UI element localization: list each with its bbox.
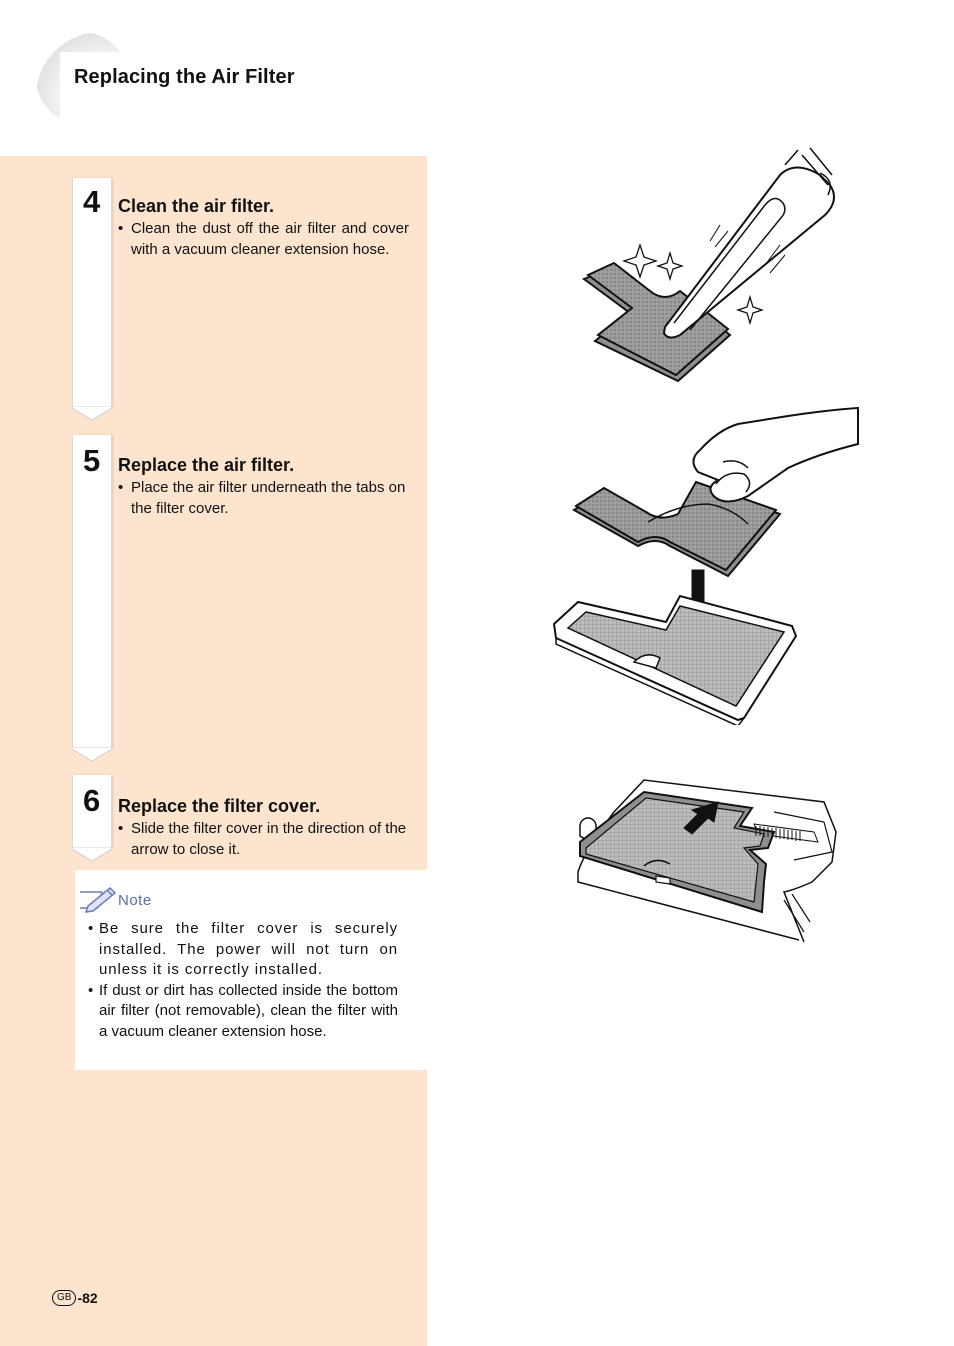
page-title: Replacing the Air Filter	[74, 66, 295, 88]
step-title: Replace the filter cover.	[118, 796, 321, 816]
step-tab-6	[72, 775, 112, 862]
list-item: •Clean the dust off the air filter and c…	[118, 220, 409, 258]
step-title: Clean the air filter.	[118, 196, 275, 216]
note-box	[75, 870, 427, 1070]
gb-badge: GB	[52, 1290, 77, 1306]
list-item: •Slide the filter cover in the direction…	[118, 820, 407, 858]
slide-cover-closed-illustration	[577, 779, 837, 943]
step-title: Replace the air filter.	[118, 455, 295, 475]
step-instructions: •Clean the dust off the air filter and c…	[118, 219, 409, 260]
insert-filter-into-cover-illustration	[552, 406, 859, 725]
page-number: GB -82	[52, 1290, 98, 1306]
pencil-note-icon	[80, 886, 117, 913]
step-number: 5	[83, 443, 101, 478]
step-number: 6	[83, 783, 101, 818]
note-body: •Be sure the filter cover is securely in…	[88, 919, 398, 1042]
note-label: Note	[118, 892, 152, 909]
list-item: •Be sure the filter cover is securely in…	[88, 920, 398, 978]
step-tab-4	[72, 178, 112, 421]
vacuum-cleaning-filter-illustration	[581, 147, 835, 383]
list-item: •If dust or dirt has collected inside th…	[88, 981, 398, 1040]
list-item: •Place the air filter underneath the tab…	[118, 479, 406, 517]
step-instructions: •Place the air filter underneath the tab…	[118, 478, 409, 519]
step-number: 4	[83, 184, 101, 219]
step-instructions: •Slide the filter cover in the direction…	[118, 819, 409, 860]
step-tab-5	[72, 435, 112, 762]
instruction-panel	[0, 156, 427, 1346]
